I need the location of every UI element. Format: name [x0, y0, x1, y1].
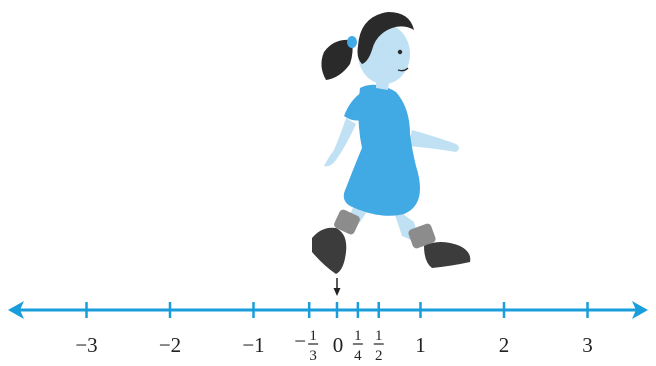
tick-label-sign: −: [294, 329, 306, 353]
tick-label-fraction: 14: [352, 328, 363, 364]
fraction-numerator: 1: [354, 328, 362, 344]
pointer-arrow-icon: [333, 278, 341, 296]
tick-label-fraction: −1 3: [294, 328, 319, 364]
tick-label: −1: [242, 333, 264, 357]
fraction-denominator: 3: [309, 348, 317, 364]
tick-label: 2: [499, 333, 510, 357]
tick-label: 3: [582, 333, 593, 357]
fraction-numerator: 1: [309, 328, 317, 344]
girl-walking-icon: [312, 12, 471, 274]
fraction-numerator: 1: [375, 328, 383, 344]
tick-label: 0: [333, 333, 344, 357]
arrow-left-icon: [8, 301, 24, 319]
tick-label: −2: [159, 333, 181, 357]
tick-label: 1: [415, 333, 426, 357]
fraction-denominator: 2: [375, 348, 383, 364]
arrow-right-icon: [632, 301, 648, 319]
tick-label: −3: [75, 333, 97, 357]
tick-label-fraction: 12: [373, 328, 384, 364]
fraction-denominator: 4: [354, 348, 362, 364]
